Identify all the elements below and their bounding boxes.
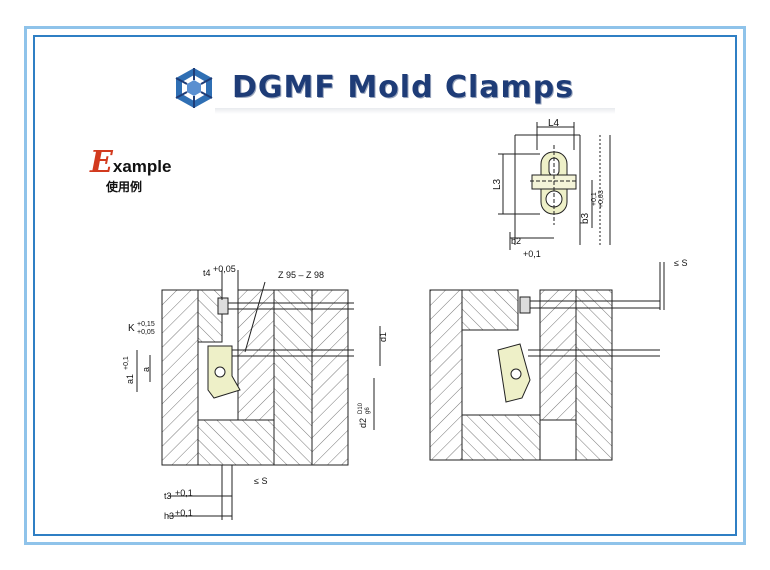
label-a: a — [141, 367, 151, 372]
detail-view-top — [498, 122, 611, 250]
label-b2: b2 — [511, 236, 521, 246]
title-shadow — [215, 108, 615, 114]
label-b3-tol-lower: +0,03 — [598, 190, 605, 208]
label-s-left: ≤ S — [254, 476, 267, 486]
outer-frame — [24, 26, 746, 545]
section-view-left — [136, 270, 381, 520]
label-K: K — [128, 323, 135, 334]
dgmf-logo-icon — [175, 68, 213, 108]
label-K-tol-upper: +0,15 — [137, 321, 155, 328]
example-heading: Example — [90, 145, 171, 180]
label-t3: t3 — [164, 491, 172, 501]
label-d1: d1 — [378, 332, 388, 342]
label-b3: b3 — [580, 212, 591, 224]
example-initial: E — [90, 145, 113, 180]
inner-frame — [33, 35, 737, 536]
label-a1: a1 — [125, 374, 135, 384]
label-t4: t4 — [203, 268, 211, 278]
label-t3-tol: +0,1 — [175, 488, 193, 498]
label-b2-tol: +0,1 — [523, 249, 541, 259]
label-d2-fit: D10 — [358, 402, 364, 414]
label-h3: h3 — [164, 511, 174, 521]
label-s-right: ≤ S — [674, 258, 687, 268]
label-b3-tol-upper: +0,1 — [591, 192, 598, 206]
label-L4: L4 — [548, 118, 560, 129]
label-h3-tol: +0,1 — [175, 508, 193, 518]
label-a1-tol: +0,1 — [123, 356, 130, 370]
label-d2: d2 — [358, 418, 368, 428]
label-z-range: Z 95 – Z 98 — [278, 270, 324, 280]
example-subtitle: 使用例 — [106, 180, 143, 194]
example-rest: xample — [112, 157, 172, 176]
label-L3: L3 — [492, 178, 503, 190]
label-t4-tol: +0,05 — [213, 264, 236, 274]
section-view-right — [429, 262, 665, 461]
label-d2-fit2: g6 — [365, 407, 371, 414]
label-K-tol-lower: +0,05 — [137, 329, 155, 336]
page-title: DGMF Mold Clamps — [232, 70, 575, 105]
